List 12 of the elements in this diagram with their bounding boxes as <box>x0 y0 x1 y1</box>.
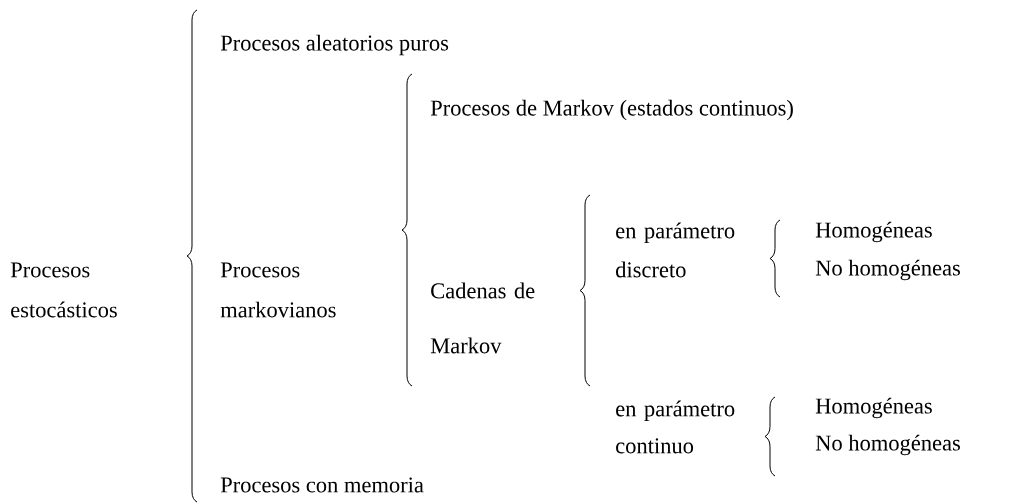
tree-label: en parámetro continuo <box>616 400 735 454</box>
tree-label: Procesos markovianos <box>220 262 336 318</box>
tree-label: No homogéneas <box>815 434 960 456</box>
tree-label: No homogéneas <box>815 259 960 281</box>
tree-label: Homogéneas <box>815 221 932 243</box>
tree-label: en parámetro discreto <box>616 222 735 278</box>
tree-label: Homogéneas <box>815 397 932 419</box>
tree-label: Procesos con memoria <box>220 477 424 493</box>
tree-label: Procesos estocásticos <box>10 262 117 318</box>
tree-label: Procesos de Markov (estados continuos) <box>430 99 793 121</box>
tree-label: Cadenas de Markov <box>430 282 535 354</box>
tree-label: Procesos aleatorios puros <box>220 34 449 56</box>
